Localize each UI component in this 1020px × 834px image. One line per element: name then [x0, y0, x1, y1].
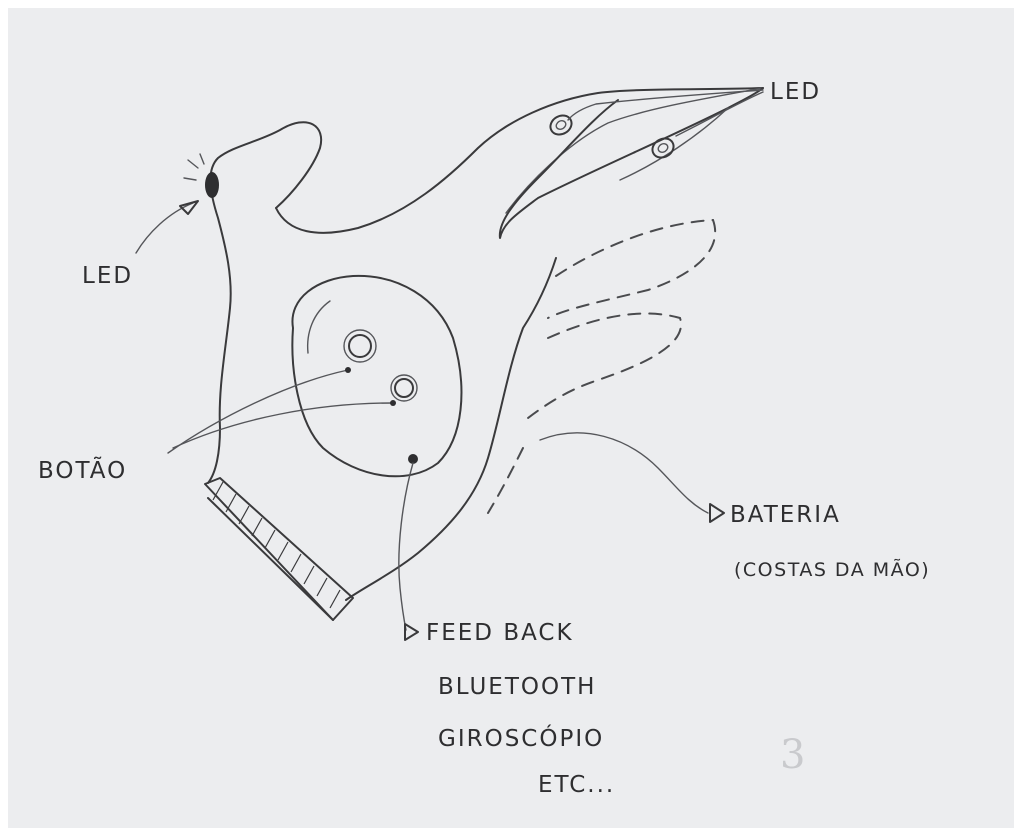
thumb-led [184, 154, 219, 198]
sketch-paper: LED LED BOTÃO BATERIA (COSTAS DA MÃO) FE… [8, 8, 1014, 828]
finger-led-1 [547, 112, 575, 139]
control-panel [292, 276, 461, 476]
bluetooth-label: BLUETOOTH [438, 674, 596, 700]
button-label: BOTÃO [38, 456, 127, 484]
led-fingers-label: LED [770, 79, 821, 105]
finger-led-2 [649, 135, 677, 162]
leader-lines [136, 90, 763, 640]
page-number-mark: 3 [780, 732, 805, 778]
battery-note-label: (COSTAS DA MÃO) [734, 558, 930, 581]
gyroscope-label: GIROSCÓPIO [438, 724, 604, 752]
cuff-hatching [213, 482, 340, 608]
feedback-label: FEED BACK [426, 620, 574, 646]
led-thumb-label: LED [82, 263, 133, 289]
etc-label: ETC... [538, 772, 615, 798]
glove-outline [205, 88, 763, 620]
battery-outline [488, 220, 715, 513]
battery-label: BATERIA [730, 502, 841, 528]
glove-sketch-diagram: LED LED BOTÃO BATERIA (COSTAS DA MÃO) FE… [8, 8, 1014, 828]
